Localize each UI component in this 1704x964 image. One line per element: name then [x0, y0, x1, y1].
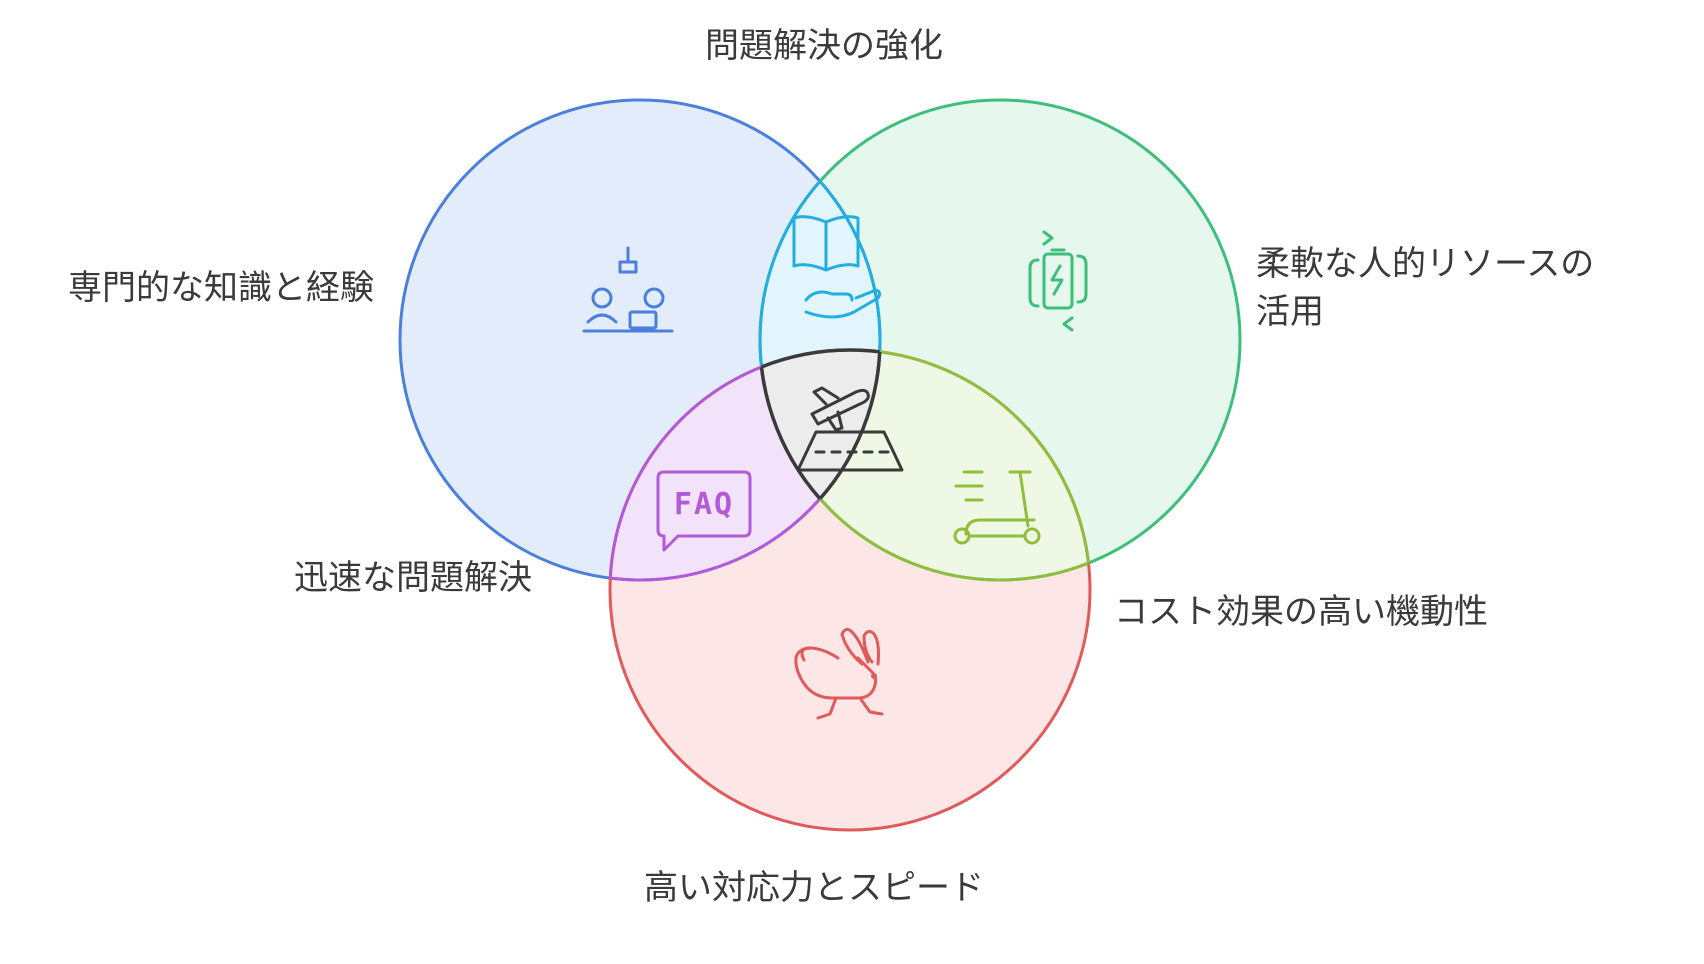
edge-right-overlap-2 — [758, 350, 1090, 582]
label-flexible-resources: 柔軟な人的リソースの 活用 — [1256, 240, 1594, 336]
label-enhanced-problem-solving: 問題解決の強化 — [705, 26, 943, 66]
overlap-right-fill — [760, 350, 1090, 580]
rabbit-icon — [794, 627, 884, 720]
label-responsiveness-speed: 高い対応力とスピード — [644, 868, 984, 908]
edge-left-overlap-2 — [610, 350, 882, 582]
edge-center-bottom — [760, 348, 880, 580]
battery-cycle-icon — [1028, 230, 1088, 332]
label-flexible-resources-line1: 柔軟な人的リソースの — [1256, 244, 1595, 284]
edge-top-overlap-2 — [760, 100, 882, 580]
scooter-icon — [953, 470, 1041, 545]
airplane-runway-icon — [796, 386, 904, 472]
faq-icon: FAQ — [656, 470, 752, 552]
label-cost-effective-mobility: コスト効果の高い機動性 — [1114, 592, 1488, 632]
meeting-icon — [582, 246, 674, 333]
edge-top-overlap — [758, 100, 880, 580]
label-flexible-resources-line2: 活用 — [1256, 292, 1324, 332]
label-expertise: 専門的な知識と経験 — [68, 268, 374, 308]
faq-icon-text: FAQ — [674, 487, 734, 522]
label-rapid-problem-solving: 迅速な問題解決 — [294, 558, 532, 598]
overlap-left-fill — [610, 350, 880, 580]
book-hand-icon — [792, 215, 882, 319]
